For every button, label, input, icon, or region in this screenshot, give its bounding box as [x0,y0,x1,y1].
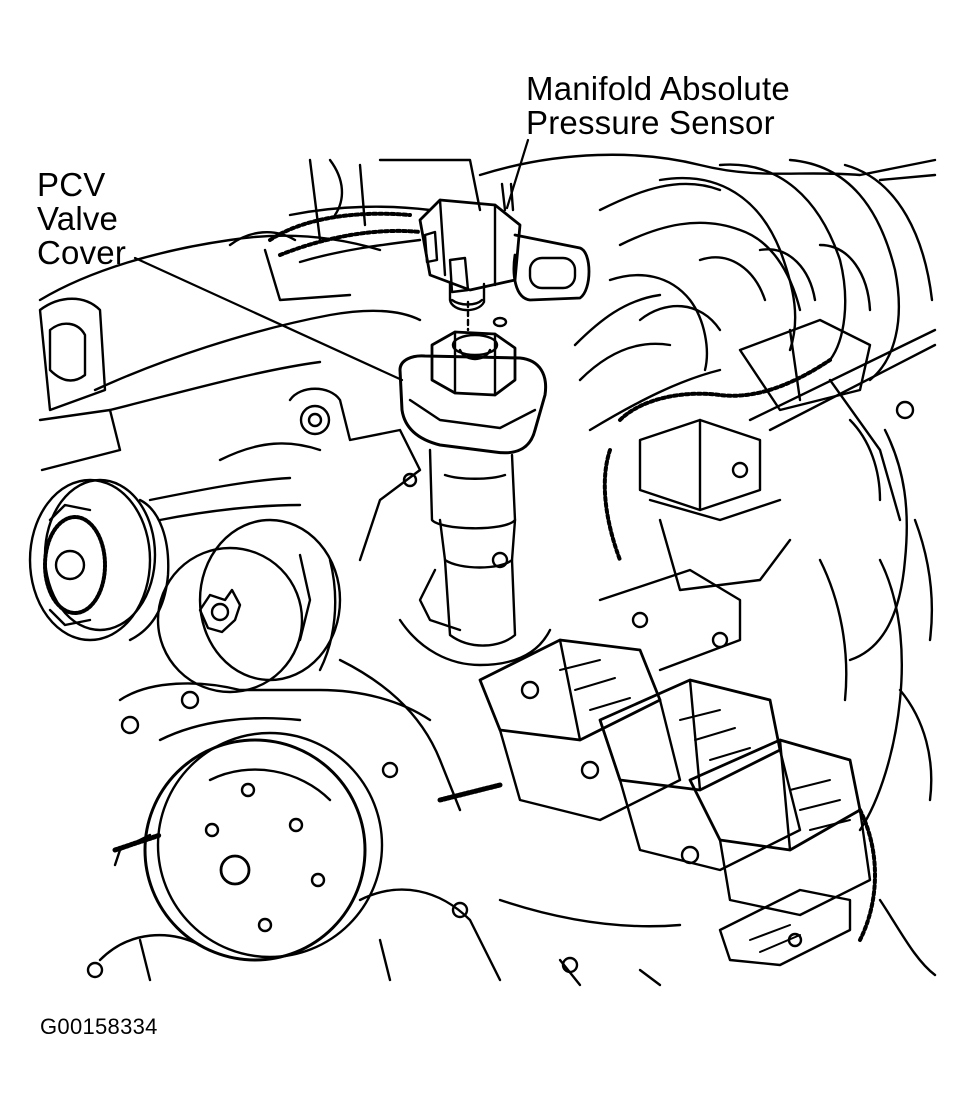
timing-cover [88,474,507,980]
intake-runners [480,155,935,800]
map-sensor-callout: Manifold Absolute Pressure Sensor [526,70,790,141]
wiring-harness-top [270,214,420,262]
idler-pulley [30,480,168,640]
pcv-valve-cover [400,332,546,453]
ignition-coils [480,570,870,915]
map-sensor [420,184,589,310]
pcv-valve-cover-callout: PCV Valve Cover [37,166,127,271]
map-sensor-leader [507,140,528,208]
wiring-harness-right [605,320,935,965]
water-pump-pulley [115,718,500,960]
leader-lines [135,140,528,380]
tensioner-bracket [150,389,420,560]
steering-pump-pulley [158,520,340,692]
lower-block [500,900,935,985]
grommet [468,302,506,330]
pcv-cover-leader [135,258,402,380]
figure-id: G00158334 [40,1014,158,1039]
pcv-tube [400,450,550,665]
